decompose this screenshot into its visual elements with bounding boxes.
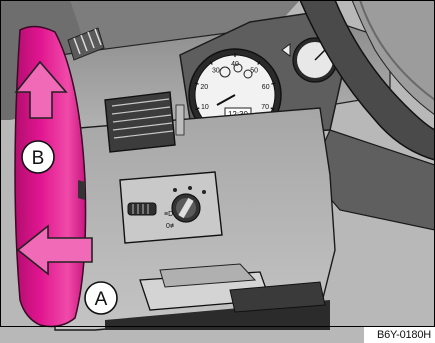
- cover-clip: [78, 180, 85, 200]
- headlight-range-control: [128, 203, 156, 215]
- label-b: B: [22, 141, 54, 173]
- speedometer-tick-label: 30: [212, 67, 220, 74]
- reference-code: B6Y-0180H: [364, 327, 435, 343]
- speedometer-tick-label: 60: [262, 84, 270, 91]
- svg-text:0≢: 0≢: [166, 223, 177, 230]
- speedometer-tick-label: 20: [200, 84, 208, 91]
- svg-text:≡D: ≡D: [164, 211, 173, 218]
- speedometer-tick-label: 50: [250, 67, 258, 74]
- label-a-text: A: [95, 289, 108, 310]
- speedometer-tick-label: 10: [201, 104, 209, 111]
- label-b-text: B: [32, 148, 45, 169]
- light-switch-panel: ≡D 0≢: [120, 172, 222, 243]
- speedometer-tick-label: 70: [261, 104, 269, 111]
- label-a: A: [85, 282, 117, 314]
- vent-thumbwheel: [176, 105, 184, 135]
